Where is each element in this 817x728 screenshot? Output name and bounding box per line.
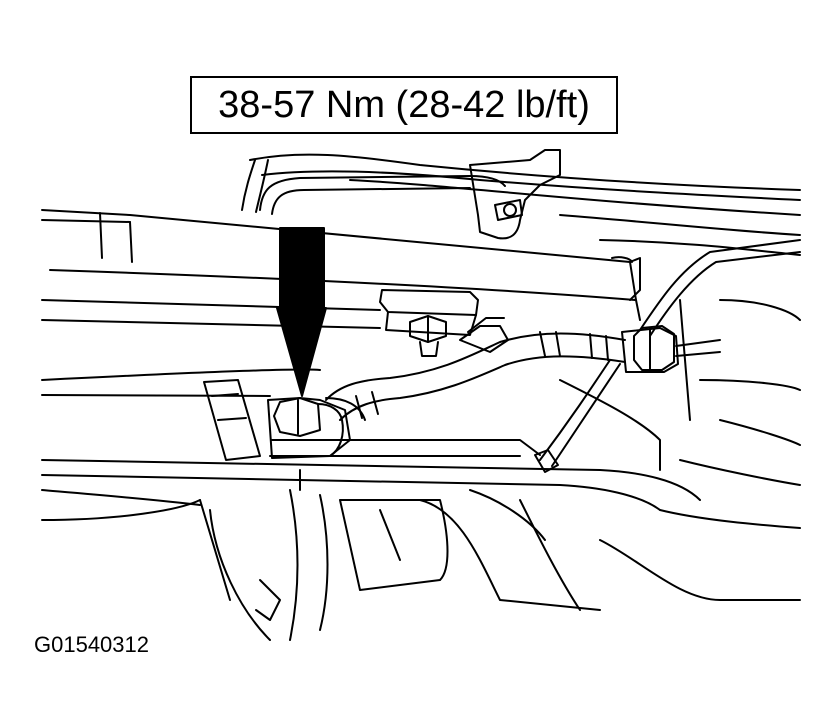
right-panel	[559, 299, 801, 601]
torque-spec-text: 38-57 Nm (28-42 lb/ft)	[218, 83, 590, 126]
lower-frame-rail	[41, 368, 701, 521]
pointer-arrow-down-icon	[276, 227, 327, 397]
torque-spec-callout: 38-57 Nm (28-42 lb/ft)	[190, 76, 618, 134]
upper-brake-line	[259, 149, 561, 240]
crossmember-beam	[41, 209, 641, 329]
brake-union-fitting	[267, 397, 366, 459]
hex-nut-mount	[409, 315, 447, 357]
figure-code: G01540312	[34, 632, 149, 657]
upper-frame-lines	[241, 153, 801, 256]
hose-end-fitting	[621, 325, 721, 373]
right-brake-line	[534, 239, 801, 473]
left-clamp	[203, 379, 261, 461]
flex-hose	[325, 317, 626, 421]
lower-structure	[199, 469, 601, 641]
